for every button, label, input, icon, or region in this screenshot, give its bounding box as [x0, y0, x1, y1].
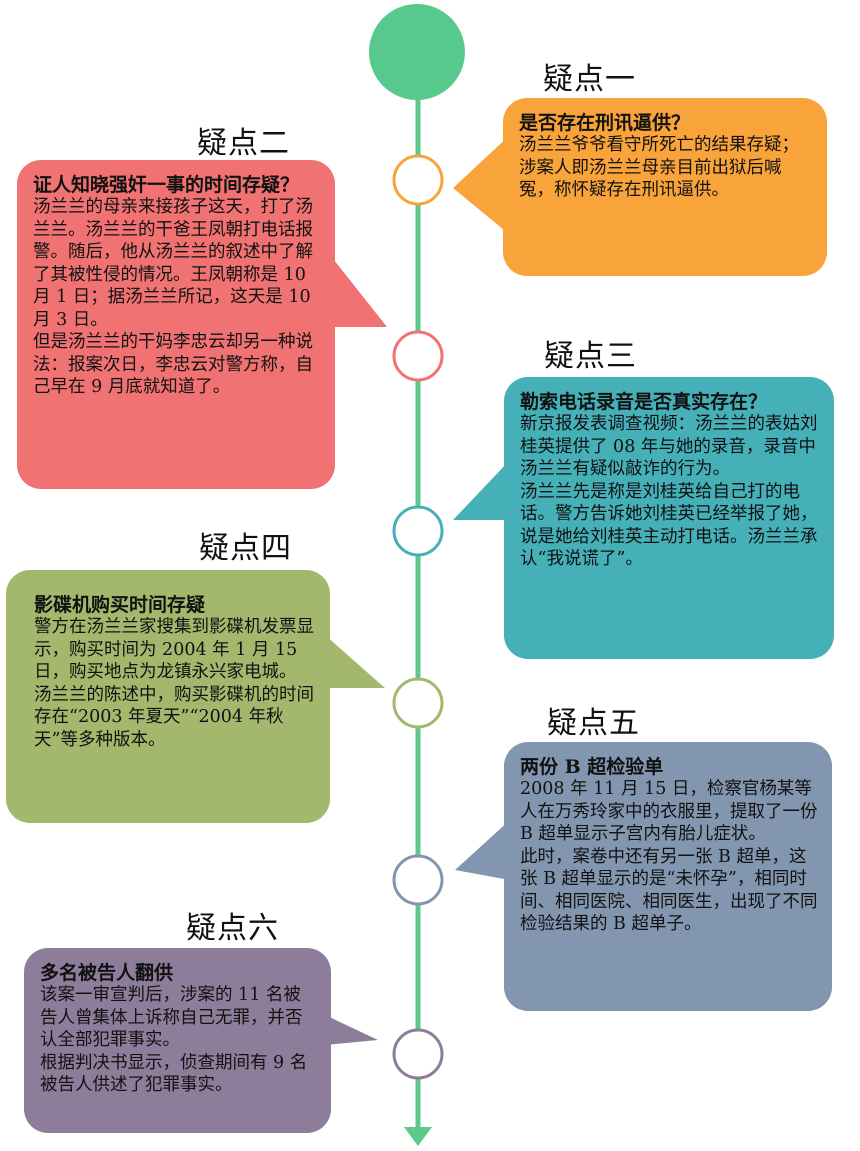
point-label-4: 疑点四	[199, 531, 292, 566]
timeline-node-4	[392, 677, 444, 729]
callout-tail-1	[453, 135, 510, 235]
callout-paragraph: 汤兰兰爷爷看守所死亡的结果存疑；	[519, 135, 799, 155]
callout-paragraph: 根据判决书显示，侦查期间有 9 名被告人供述了犯罪事实。	[40, 1052, 308, 1096]
callout-paragraph: 涉案人即汤兰兰母亲目前出狱后喊冤，称怀疑存在刑讯逼供。	[519, 157, 782, 201]
point-label-3: 疑点三	[544, 339, 637, 374]
callout-box-6: 多名被告人翻供 该案一审宣判后，涉案的 11 名被告人曾集体上诉称自己无罪，并否…	[24, 948, 331, 1133]
callout-title: 两份 B 超检验单	[520, 756, 664, 778]
timeline-node-2	[392, 330, 444, 382]
callout-box-3: 勒索电话录音是否真实存在？ 新京报发表调查视频：汤兰兰的表姑刘桂英提供了 08 …	[504, 377, 834, 659]
callout-tail-2	[330, 255, 387, 327]
callout-tail-3	[453, 460, 510, 520]
timeline-node-5	[392, 854, 444, 906]
point-label-2: 疑点二	[197, 126, 290, 161]
callout-title: 影碟机购买时间存疑	[34, 594, 206, 616]
timeline-arrow-icon	[404, 1127, 432, 1146]
callout-paragraph: 新京报发表调查视频：汤兰兰的表姑刘桂英提供了 08 年与她的录音，录音中汤兰兰有…	[520, 414, 818, 479]
callout-box-2: 证人知晓强奸一事的时间存疑？ 汤兰兰的母亲来接孩子这天，打了汤兰兰。汤兰兰的干爸…	[17, 160, 335, 489]
point-label-1: 疑点一	[543, 62, 636, 97]
callout-title: 多名被告人翻供	[40, 962, 174, 984]
callout-title: 证人知晓强奸一事的时间存疑？	[33, 174, 300, 196]
callout-box-1: 是否存在刑讯逼供？ 汤兰兰爷爷看守所死亡的结果存疑； 涉案人即汤兰兰母亲目前出狱…	[503, 98, 827, 276]
timeline-node-1	[392, 154, 444, 206]
callout-paragraph: 汤兰兰先是称是刘桂英给自己打的电话。警方告诉她刘桂英已经举报了她，说是她给刘桂英…	[520, 481, 818, 570]
point-label-6: 疑点六	[186, 911, 279, 946]
callout-tail-6	[325, 1015, 378, 1045]
callout-title: 勒索电话录音是否真实存在？	[520, 391, 768, 413]
point-label-5: 疑点五	[547, 706, 640, 741]
timeline-node-3	[392, 505, 444, 557]
callout-box-4: 影碟机购买时间存疑 警方在汤兰兰家搜集到影碟机发票显示，购买时间为 2004 年…	[6, 570, 330, 823]
callout-paragraph: 2008 年 11 月 15 日，检察官杨某等人在万秀玲家中的衣服里，提取了一份…	[520, 779, 818, 844]
callout-paragraph: 汤兰兰的母亲来接孩子这天，打了汤兰兰。汤兰兰的干爸王凤朝打电话报警。随后，他从汤…	[33, 197, 313, 330]
timeline-node-6	[392, 1028, 444, 1080]
callout-tail-5	[455, 820, 510, 880]
callout-paragraph: 该案一审宣判后，涉案的 11 名被告人曾集体上诉称自己无罪，并否认全部犯罪事实。	[40, 985, 303, 1050]
timeline-start-circle	[369, 4, 465, 100]
callout-paragraph: 此时，案卷中还有另一张 B 超单，这张 B 超单显示的是“未怀孕”，相同时间、相…	[520, 846, 818, 935]
callout-box-5: 两份 B 超检验单 2008 年 11 月 15 日，检察官杨某等人在万秀玲家中…	[504, 742, 832, 1011]
callout-paragraph: 但是汤兰兰的干妈李忠云却另一种说法：报案次日，李忠云对警方称，自己早在 9 月底…	[33, 332, 313, 397]
callout-paragraph: 警方在汤兰兰家搜集到影碟机发票显示，购买时间为 2004 年 1 月 15 日，…	[34, 617, 314, 682]
callout-tail-4	[325, 635, 385, 688]
callout-title: 是否存在刑讯逼供？	[519, 112, 691, 134]
callout-paragraph: 汤兰兰的陈述中，购买影碟机的时间存在“2003 年夏天”“2004 年秋天”等多…	[34, 684, 314, 750]
